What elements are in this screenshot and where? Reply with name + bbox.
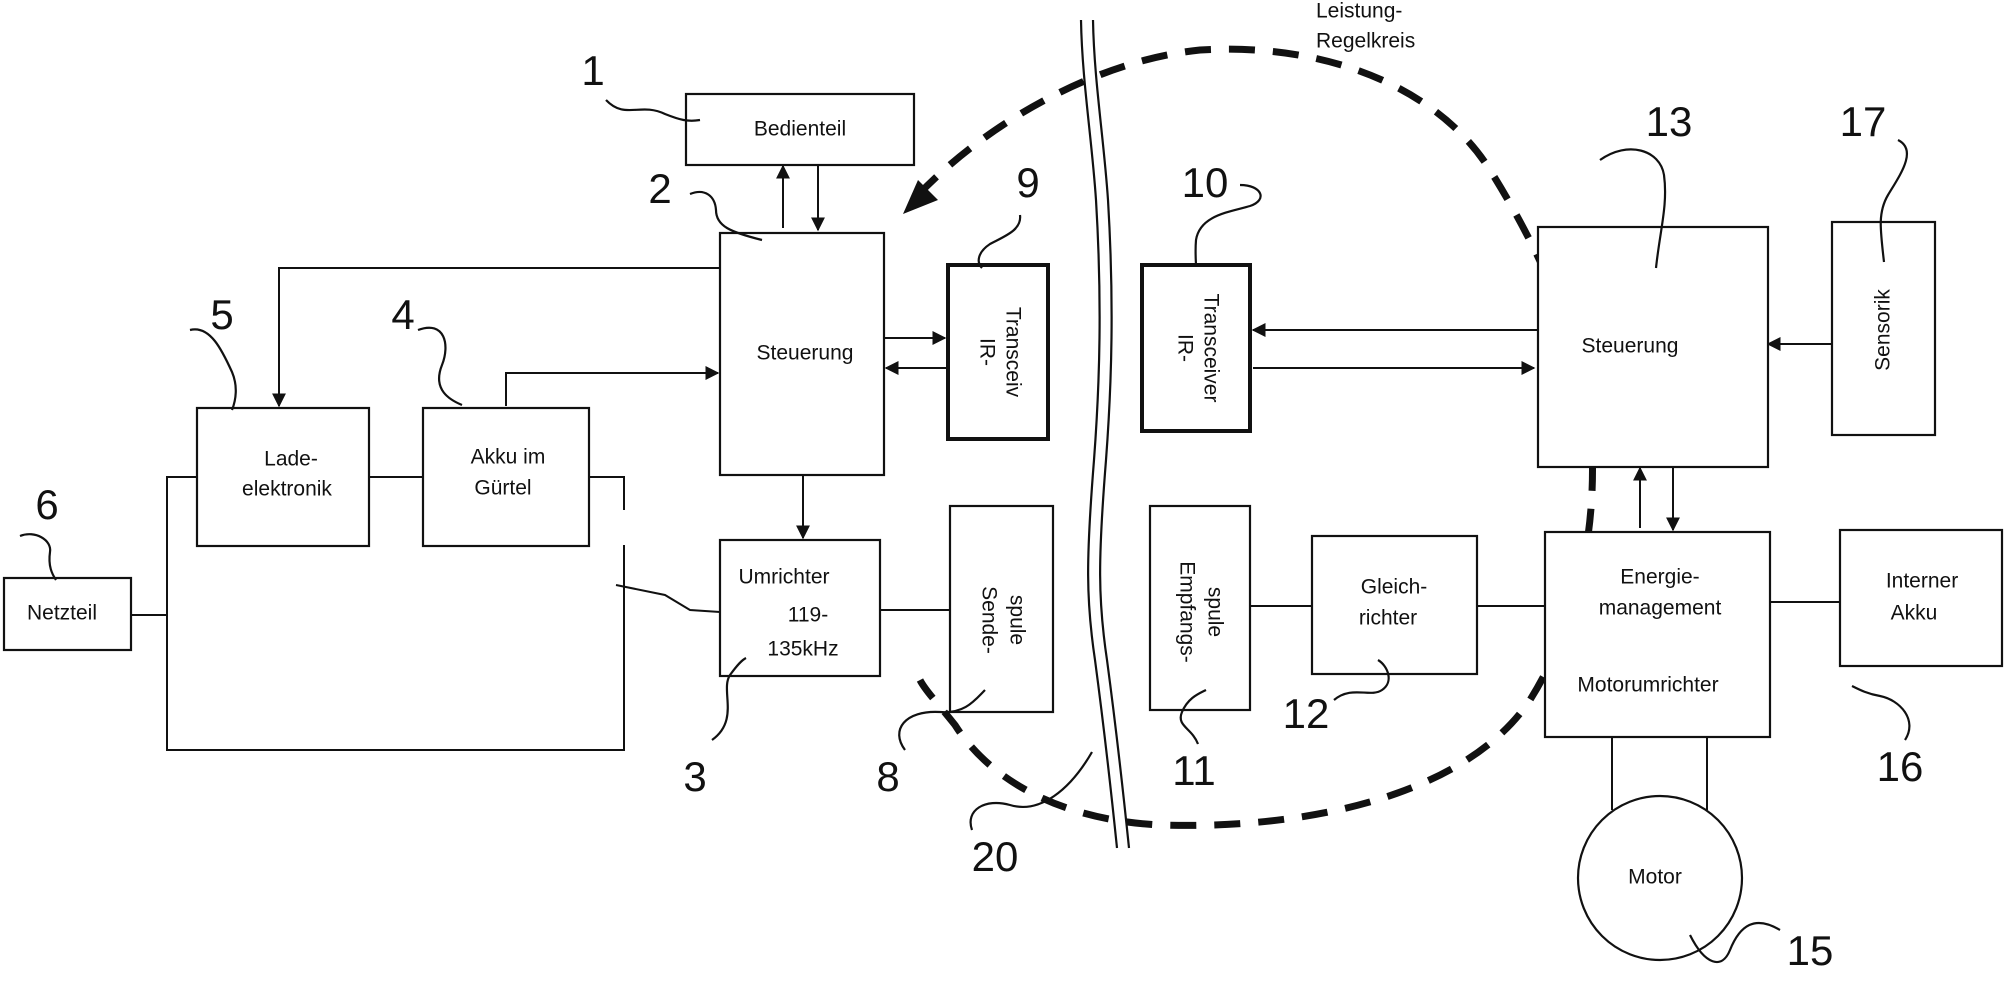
sensorik-label: Sensorik [1872,289,1895,371]
leader-5 [190,329,236,410]
leader-6 [20,534,56,580]
ir-right-line1: IR- [1173,334,1196,362]
wire-akku-steuerung [506,373,718,406]
leader-9 [979,215,1020,268]
bedienteil-label: Bedienteil [754,118,846,141]
ref-8: 8 [876,753,899,800]
ref-6: 6 [35,481,58,528]
ref-2: 2 [648,165,671,212]
empfangsspule-box [1150,506,1250,710]
ladeelektronik-line2: elektronik [242,478,332,501]
wire-akku-umrichter [616,585,720,612]
loop-label-line1: Leistung- [1316,0,1402,23]
leader-4 [418,328,462,405]
netzteil-label: Netzteil [27,602,97,625]
ref-16: 16 [1877,743,1924,790]
ref-11: 11 [1172,747,1216,794]
ir-right-line2: Transceiver [1199,294,1222,403]
akku-guertel-line2: Gürtel [474,477,531,500]
umrichter-line3: 135kHz [767,638,838,661]
ref-5: 5 [210,291,233,338]
umrichter-line1: Umrichter [738,566,829,589]
ref-20: 20 [972,833,1019,880]
ir-left-line1: IR- [975,338,998,366]
empfangsspule-line1: Empfangs- [1175,561,1198,663]
empfangsspule-line2: spule [1203,587,1226,637]
energiemanagement-line2: management [1599,597,1722,620]
wire-steuerung-ladeelektronik [279,268,720,406]
ref-4: 4 [391,291,414,338]
ref-13: 13 [1646,98,1693,145]
sendespule-box [950,506,1053,712]
ref-17: 17 [1840,98,1887,145]
ref-1: 1 [581,47,604,94]
loop-label-line2: Regelkreis [1316,30,1415,53]
ref-15: 15 [1787,927,1834,974]
interner-akku-box [1840,530,2002,666]
energiemanagement-box [1545,532,1770,737]
sendespule-line2: spule [1005,595,1028,645]
steuerung-right-label: Steuerung [1582,335,1679,358]
ref-9: 9 [1016,159,1039,206]
skin-line-outer [1081,20,1117,848]
gleichrichter-line2: richter [1359,607,1417,630]
umrichter-line2: 119- [788,604,828,627]
ir-left-line2: Transceiv [1001,307,1024,398]
interner-akku-line1: Interner [1886,570,1958,593]
wire-supply-loop-right [589,477,624,510]
sensorik-text: Sensorik [1872,289,1895,371]
akku-guertel-line1: Akku im [471,446,546,469]
gleichrichter-line1: Gleich- [1361,576,1428,599]
ladeelektronik-line1: Lade- [264,448,318,471]
ref-10: 10 [1182,159,1229,206]
interner-akku-line2: Akku [1891,602,1938,625]
gleichrichter-box [1312,536,1477,674]
sendespule-line1: Sende- [977,586,1000,654]
skin-line-inner [1093,20,1129,848]
motor-label: Motor [1628,866,1682,889]
skin-boundary [1081,20,1129,848]
ref-12: 12 [1283,690,1330,737]
energiemanagement-line1: Energie- [1620,566,1699,589]
leader-16 [1852,686,1909,740]
ref-3: 3 [683,753,706,800]
motorumrichter-label: Motorumrichter [1577,674,1718,697]
steuerung-left-label: Steuerung [757,342,854,365]
